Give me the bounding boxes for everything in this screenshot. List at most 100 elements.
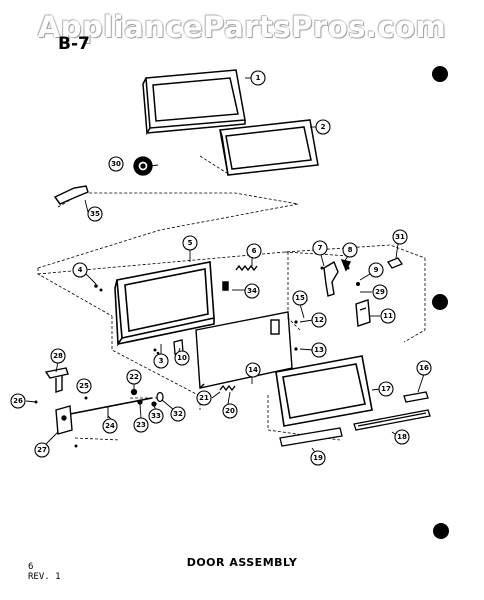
- callout-8: [342, 242, 358, 258]
- callout-33: [148, 408, 164, 424]
- callout-3: [153, 353, 169, 369]
- part-bottom-strip: [279, 427, 343, 447]
- callout-label: 2: [321, 123, 326, 131]
- callout-label: 29: [375, 288, 385, 296]
- callout-label: 16: [419, 364, 429, 372]
- callout-27: [34, 442, 50, 458]
- part-door-panel: [114, 261, 215, 347]
- callout-20: [222, 403, 238, 419]
- callout-9: [368, 262, 384, 278]
- callout-label: 3: [159, 357, 164, 365]
- part-clip: [403, 391, 429, 403]
- callout-35: [87, 206, 103, 222]
- part-inner-frame: [219, 119, 319, 176]
- part-bottom-rail: [353, 409, 431, 431]
- revision-label: REV. 1: [28, 572, 61, 582]
- callout-label: 30: [111, 160, 121, 168]
- callout-34: [244, 283, 260, 299]
- section-code: B-7: [58, 34, 90, 54]
- callout-4: [72, 262, 88, 278]
- part-latch: [323, 258, 352, 297]
- callout-label: 1: [256, 74, 261, 82]
- callout-label: 34: [247, 287, 257, 295]
- part-washers: [130, 388, 164, 407]
- callout-label: 26: [13, 397, 23, 405]
- callout-label: 13: [314, 346, 324, 354]
- callout-12: [311, 312, 327, 328]
- callout-label: 32: [173, 410, 183, 418]
- part-spring: [235, 264, 258, 272]
- callout-16: [416, 360, 432, 376]
- callout-label: 7: [318, 244, 323, 252]
- callout-label: 21: [199, 394, 209, 402]
- callout-label: 5: [188, 239, 193, 247]
- callout-14: [245, 362, 261, 378]
- callout-18: [394, 429, 410, 445]
- page-number: 6: [28, 562, 34, 572]
- callout-25: [76, 378, 92, 394]
- part-door-liner: [195, 311, 293, 389]
- callout-10: [174, 350, 190, 366]
- part-bracket: [355, 299, 371, 327]
- callout-19: [310, 450, 326, 466]
- callout-label: 6: [252, 247, 257, 255]
- callout-11: [380, 308, 396, 324]
- binder-hole: [432, 66, 448, 82]
- callout-15: [292, 290, 308, 306]
- callout-7: [312, 240, 328, 256]
- callout-23: [133, 417, 149, 433]
- callout-label: 11: [383, 312, 393, 320]
- callout-22: [126, 369, 142, 385]
- callout-label: 35: [90, 210, 100, 218]
- binder-hole: [432, 294, 448, 310]
- part-handle: [53, 185, 89, 205]
- callout-label: 31: [395, 233, 405, 241]
- callout-28: [50, 348, 66, 364]
- callout-label: 4: [78, 266, 83, 274]
- callout-label: 24: [105, 422, 115, 430]
- callout-6: [246, 243, 262, 259]
- callout-13: [311, 342, 327, 358]
- diagram-title: DOOR ASSEMBLY: [186, 556, 298, 569]
- callout-29: [372, 284, 388, 300]
- binder-hole: [433, 523, 449, 539]
- callout-label: 10: [177, 354, 187, 362]
- callout-label: 12: [314, 316, 324, 324]
- callout-label: 15: [295, 294, 305, 302]
- callout-label: 25: [79, 382, 89, 390]
- callout-label: 19: [313, 454, 323, 462]
- callout-label: 23: [136, 421, 146, 429]
- callout-label: 22: [129, 373, 139, 381]
- callout-label: 20: [225, 407, 235, 415]
- part-screw: [387, 257, 403, 269]
- callout-label: 28: [53, 352, 63, 360]
- callout-label: 8: [348, 246, 353, 254]
- callout-5: [182, 235, 198, 251]
- callout-26: [10, 393, 26, 409]
- callout-30: [108, 156, 124, 172]
- part-outer-frame: [142, 69, 246, 136]
- watermark: AppliancePartsPros.com: [37, 10, 447, 44]
- callout-label: 9: [374, 266, 379, 274]
- part-pin: [222, 281, 229, 291]
- callout-31: [392, 229, 408, 245]
- callout-label: 17: [381, 385, 391, 393]
- callout-24: [102, 418, 118, 434]
- callout-17: [378, 381, 394, 397]
- callout-label: 14: [248, 366, 258, 374]
- leader-lines: [25, 77, 425, 455]
- callout-bubbles: [10, 70, 432, 466]
- callout-label: 18: [397, 433, 407, 441]
- callout-1: [250, 70, 266, 86]
- callout-label: 33: [151, 412, 161, 420]
- callout-21: [196, 390, 212, 406]
- part-lower-spring: [219, 384, 236, 392]
- part-hinge: [55, 405, 73, 435]
- assembly-lines: [37, 155, 426, 441]
- part-hinge-bracket: [44, 367, 69, 393]
- part-knob: [133, 156, 153, 176]
- callout-32: [170, 406, 186, 422]
- part-window-glass: [275, 355, 373, 427]
